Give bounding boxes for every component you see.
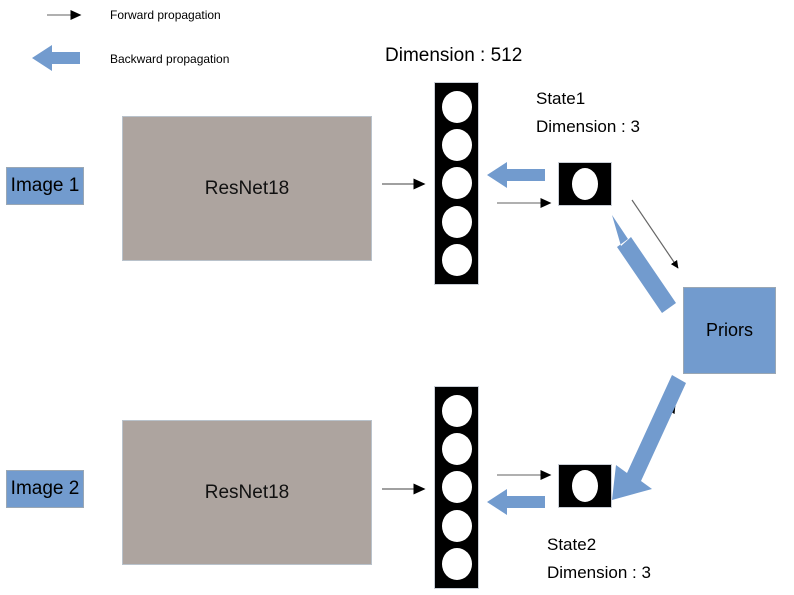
state-unit <box>572 470 598 502</box>
feature-vector-1[interactable] <box>434 82 479 285</box>
feature-unit <box>441 91 472 124</box>
feature-unit <box>441 471 472 504</box>
state-box-1[interactable] <box>558 162 612 206</box>
feature-unit <box>441 243 472 276</box>
feature-unit <box>441 167 472 200</box>
state-unit <box>572 168 598 200</box>
image-chip-2[interactable]: Image 2 <box>6 470 84 508</box>
feature-unit <box>441 547 472 580</box>
arrow-top-priors-to-state-backward <box>612 215 676 313</box>
arrow-bottom-priors-to-state-backward <box>612 375 686 500</box>
arrow-bottom-state-to-priors <box>635 405 676 473</box>
feature-dimension-title: Dimension : 512 <box>385 45 523 66</box>
state-2-dimension: Dimension : 3 <box>547 563 651 582</box>
backbone-box-2[interactable]: ResNet18 <box>122 420 372 565</box>
image-chip-1-label: Image 1 <box>10 175 80 196</box>
feature-unit <box>441 395 472 428</box>
state-1-dimension: Dimension : 3 <box>536 117 640 136</box>
image-chip-1[interactable]: Image 1 <box>6 167 84 205</box>
state-2-title: State2 <box>547 535 597 554</box>
feature-vector-2[interactable] <box>434 386 479 589</box>
feature-unit <box>441 205 472 238</box>
arrow-bottom-state-to-features-backward <box>487 489 545 515</box>
feature-unit <box>441 433 472 466</box>
priors-label: Priors <box>705 320 753 340</box>
legend-forward-label: Forward propagation <box>110 8 221 22</box>
legend-backward-arrow-icon <box>32 45 80 71</box>
priors-box[interactable]: Priors <box>683 287 776 374</box>
legend-backward-label: Backward propagation <box>110 52 230 66</box>
feature-unit <box>441 509 472 542</box>
image-chip-2-label: Image 2 <box>10 478 80 499</box>
backbone-box-1[interactable]: ResNet18 <box>122 116 372 261</box>
arrow-top-state-to-features-backward <box>487 162 545 188</box>
state-box-2[interactable] <box>558 464 612 508</box>
backbone-box-1-label: ResNet18 <box>204 177 290 199</box>
state-1-title: State1 <box>536 89 586 108</box>
feature-unit <box>441 129 472 162</box>
arrow-top-state-to-priors <box>631 199 679 269</box>
backbone-box-2-label: ResNet18 <box>204 481 290 503</box>
